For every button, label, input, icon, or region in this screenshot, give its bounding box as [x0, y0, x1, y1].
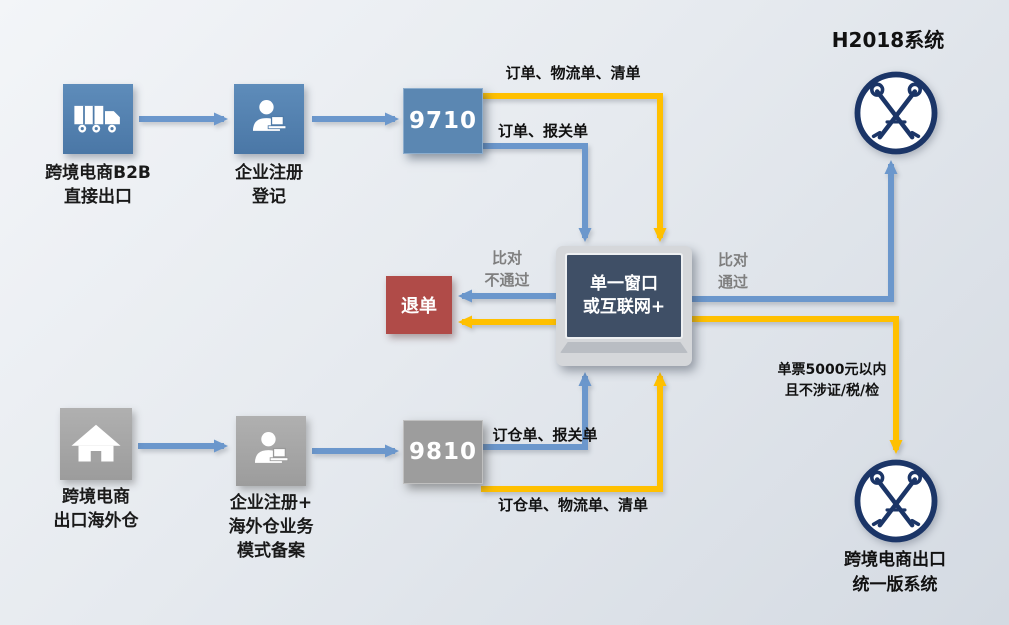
label-unified-line1: 跨境电商出口 [844, 550, 946, 570]
label-amount-condition: 单票5000元以内 且不涉证/税/检 [778, 360, 887, 402]
laptop-base [560, 342, 688, 353]
label-compare-pass-line2: 通过 [717, 272, 749, 291]
truck-icon [74, 105, 120, 133]
label-warehouse-line1: 跨境电商 [62, 487, 130, 507]
label-register-line1: 企业注册 [235, 163, 303, 183]
label-9810: 9810 [408, 439, 477, 465]
node-b2b-export [63, 84, 133, 154]
arrow-9810-to-window-blue [481, 372, 592, 450]
label-order-declaration: 订单、报关单 [497, 122, 589, 140]
label-b2b-export: 跨境电商B2B 直接出口 [45, 162, 151, 210]
customs-emblem-icon [854, 71, 938, 155]
label-wh-order-logistics-list: 订仓单、物流单、清单 [497, 496, 649, 514]
house-icon [71, 424, 121, 462]
label-9710: 9710 [408, 108, 477, 134]
arrow-9710-to-window-blue [481, 143, 592, 242]
customs-emblem-icon [854, 459, 938, 543]
person-laptop-icon [252, 100, 287, 131]
label-register-wh-line3: 模式备案 [237, 540, 305, 561]
label-compare-fail-line2: 不通过 [484, 270, 530, 289]
arrow-window-to-unified-yellow [692, 316, 903, 454]
label-compare-pass-line1: 比对 [717, 251, 749, 269]
label-enterprise-register-wh: 企业注册+ 海外仓业务 模式备案 [229, 492, 314, 563]
label-single-window-line1: 单一窗口 [590, 274, 658, 295]
label-unified-system: 跨境电商出口 统一版系统 [844, 548, 946, 597]
label-register-wh-line1: 企业注册+ [229, 493, 313, 513]
label-amount-line2: 且不涉证/税/检 [784, 383, 880, 399]
node-9810: 9810 [403, 420, 483, 484]
label-b2b-line2: 直接出口 [64, 186, 132, 207]
label-return-order: 退单 [401, 296, 437, 317]
node-9710: 9710 [403, 88, 483, 154]
label-order-logistics-list: 订单、物流单、清单 [505, 64, 641, 82]
node-return-order: 退单 [386, 276, 452, 334]
node-single-window: 单一窗口 或互联网+ [556, 246, 692, 366]
arrow-9810-to-window-yellow [481, 372, 667, 492]
label-register-line2: 登记 [252, 186, 286, 207]
node-h2018-system [853, 70, 939, 160]
label-warehouse-line2: 出口海外仓 [53, 510, 139, 531]
label-compare-fail-line1: 比对 [491, 249, 523, 267]
label-compare-fail: 比对 不通过 [484, 248, 529, 292]
node-unified-system [853, 458, 939, 548]
label-register-wh-line2: 海外仓业务 [228, 516, 314, 537]
laptop-icon: 单一窗口 或互联网+ [565, 253, 683, 339]
node-overseas-warehouse [60, 408, 132, 480]
label-single-window-line2: 或互联网+ [582, 297, 666, 317]
arrow-window-to-h2018-blue [692, 160, 898, 302]
node-enterprise-register-wh [236, 416, 306, 486]
node-enterprise-register [234, 84, 304, 154]
label-overseas-warehouse: 跨境电商 出口海外仓 [54, 486, 139, 534]
label-h2018-system: H2018系统 [831, 28, 945, 52]
label-unified-line2: 统一版系统 [852, 574, 938, 595]
person-laptop-icon [254, 432, 289, 463]
label-enterprise-register: 企业注册 登记 [235, 162, 303, 210]
arrow-9710-to-window-yellow [481, 93, 667, 242]
label-wh-order-declaration: 订仓单、报关单 [492, 426, 598, 444]
label-compare-pass: 比对 通过 [718, 250, 748, 294]
label-b2b-line1: 跨境电商B2B [45, 163, 151, 183]
label-amount-line1: 单票5000元以内 [777, 362, 887, 378]
